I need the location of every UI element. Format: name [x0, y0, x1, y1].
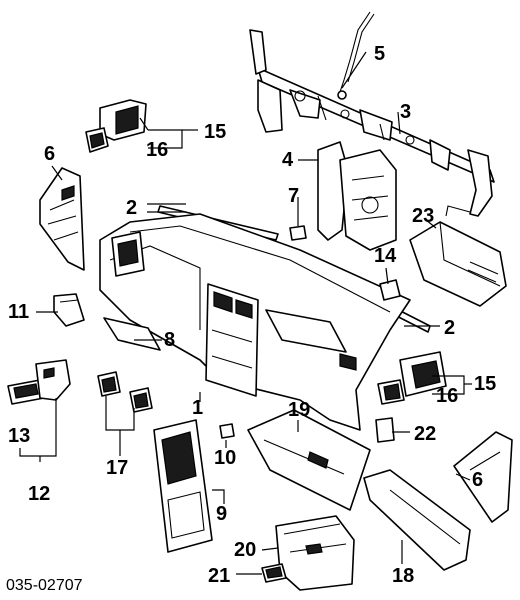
part-1-dashboard [99, 213, 411, 431]
callout-18: 18 [392, 565, 414, 587]
part-16-vent-nozzle-top [85, 127, 109, 153]
callout-22: 22 [414, 423, 436, 445]
callout-7: 7 [288, 185, 299, 207]
part-13-switch-panel [7, 379, 45, 405]
part-21-latch [261, 563, 287, 583]
part-19-glovebox-lid [247, 409, 371, 511]
part-6-side-panel-left [39, 167, 85, 271]
part-15-vent-right [399, 351, 447, 397]
callout-20: 20 [234, 539, 256, 561]
callout-23: 23 [412, 205, 434, 227]
callout-19: 19 [288, 399, 310, 421]
callout-11: 11 [8, 301, 29, 323]
callout-2a: 2 [126, 197, 137, 219]
callout-17: 17 [106, 457, 128, 479]
callout-16b: 16 [436, 385, 458, 407]
callout-5: 5 [374, 43, 385, 65]
callout-15a: 15 [204, 121, 226, 143]
callout-labels: 1 2 2 3 4 5 6 6 7 8 9 10 11 12 13 14 15 … [6, 43, 496, 594]
part-20-glovebox [275, 515, 355, 591]
leader-lines [19, 51, 472, 575]
callout-9: 9 [216, 503, 227, 525]
part-11-bracket [53, 293, 85, 327]
part-4-center-bracket [317, 141, 397, 251]
part-23-airbag [409, 205, 507, 307]
part-5-rod [337, 11, 375, 100]
callout-16a: 16 [146, 139, 168, 161]
callout-8: 8 [164, 329, 175, 351]
callout-3: 3 [400, 101, 411, 123]
part-8-cover [103, 317, 161, 351]
part-18-lower-panel [363, 469, 471, 571]
callout-6a: 6 [44, 143, 55, 165]
callout-6b: 6 [472, 469, 483, 491]
part-15-vent-top [99, 99, 147, 141]
callout-10: 10 [214, 447, 236, 469]
callout-15b: 15 [474, 373, 496, 395]
part-7-clip [289, 225, 307, 241]
callout-21: 21 [208, 565, 230, 587]
callout-1: 1 [192, 397, 203, 419]
callout-4: 4 [282, 149, 294, 171]
callout-14: 14 [374, 245, 397, 267]
part-6-side-panel-right [453, 431, 513, 523]
callout-12: 12 [28, 483, 50, 505]
part-22-bracket [375, 417, 395, 443]
callout-13: 13 [8, 425, 30, 447]
diagram-code: 035-02707 [6, 577, 83, 594]
part-17-vent-nozzles [97, 371, 153, 413]
part-9-center-bezel [153, 419, 213, 553]
part-16-vent-nozzle-right [377, 379, 405, 405]
part-3-support-beam [249, 29, 495, 217]
callout-2b: 2 [444, 317, 455, 339]
part-14-bracket [379, 279, 401, 301]
part-12-switch-bracket [35, 359, 71, 401]
part-10-clip [219, 423, 235, 439]
